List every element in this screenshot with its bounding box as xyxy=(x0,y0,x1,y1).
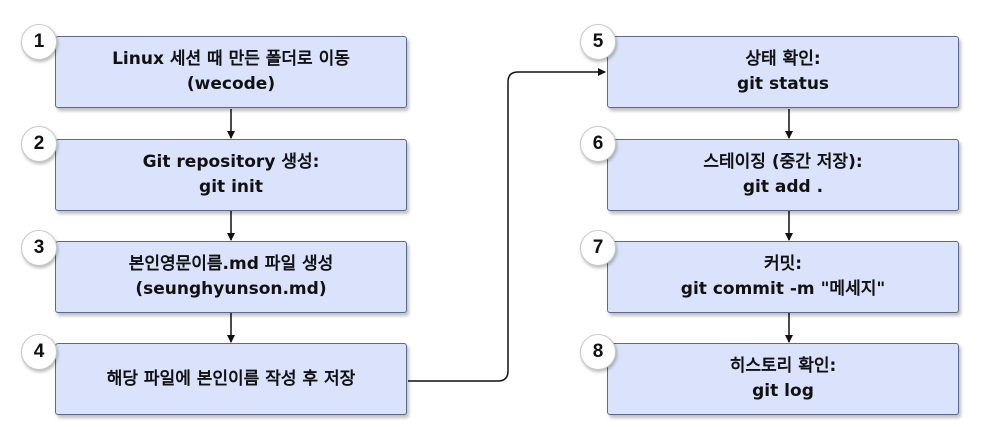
step-8-line-1: 히스토리 확인: xyxy=(729,356,837,376)
step-box-8: 히스토리 확인: git log xyxy=(607,343,959,415)
step-box-2: Git repository 생성: git init xyxy=(55,139,407,211)
step-5-line-1: 상태 확인: xyxy=(745,49,821,69)
step-7-line-1: 커밋: xyxy=(763,254,803,274)
step-8-badge: 8 xyxy=(580,334,616,370)
arrow-step4-to-step5 xyxy=(408,68,606,382)
step-box-4: 해당 파일에 본인이름 작성 후 저장 xyxy=(55,343,407,415)
step-3-line-1: 본인영문이름.md 파일 생성 xyxy=(128,254,334,274)
step-5-badge: 5 xyxy=(580,24,616,60)
step-7-line-2: git commit -m "메세지" xyxy=(680,279,886,299)
step-box-5: 상태 확인: git status xyxy=(607,36,959,108)
step-1-line-2: (wecode) xyxy=(186,74,276,94)
step-8-line-2: git log xyxy=(752,381,814,401)
step-3-badge: 3 xyxy=(21,230,57,266)
step-3-line-2: (seunghyunson.md) xyxy=(135,279,327,299)
step-4-badge: 4 xyxy=(21,334,57,370)
step-2-line-2: git init xyxy=(199,177,263,197)
step-box-1: Linux 세션 때 만든 폴더로 이동 (wecode) xyxy=(55,36,407,108)
step-1-badge: 1 xyxy=(21,24,57,60)
step-4-line-1: 해당 파일에 본인이름 작성 후 저장 xyxy=(106,368,356,389)
step-6-line-2: git add . xyxy=(742,177,824,197)
step-2-line-1: Git repository 생성: xyxy=(142,152,320,172)
step-box-3: 본인영문이름.md 파일 생성 (seunghyunson.md) xyxy=(55,241,407,313)
step-1-line-1: Linux 세션 때 만든 폴더로 이동 xyxy=(112,49,350,69)
step-6-badge: 6 xyxy=(580,126,616,162)
step-6-line-1: 스테이징 (중간 저장): xyxy=(703,152,863,172)
step-2-badge: 2 xyxy=(21,126,57,162)
step-box-6: 스테이징 (중간 저장): git add . xyxy=(607,139,959,211)
step-7-badge: 7 xyxy=(580,230,616,266)
step-5-line-2: git status xyxy=(736,74,830,94)
step-box-7: 커밋: git commit -m "메세지" xyxy=(607,241,959,313)
